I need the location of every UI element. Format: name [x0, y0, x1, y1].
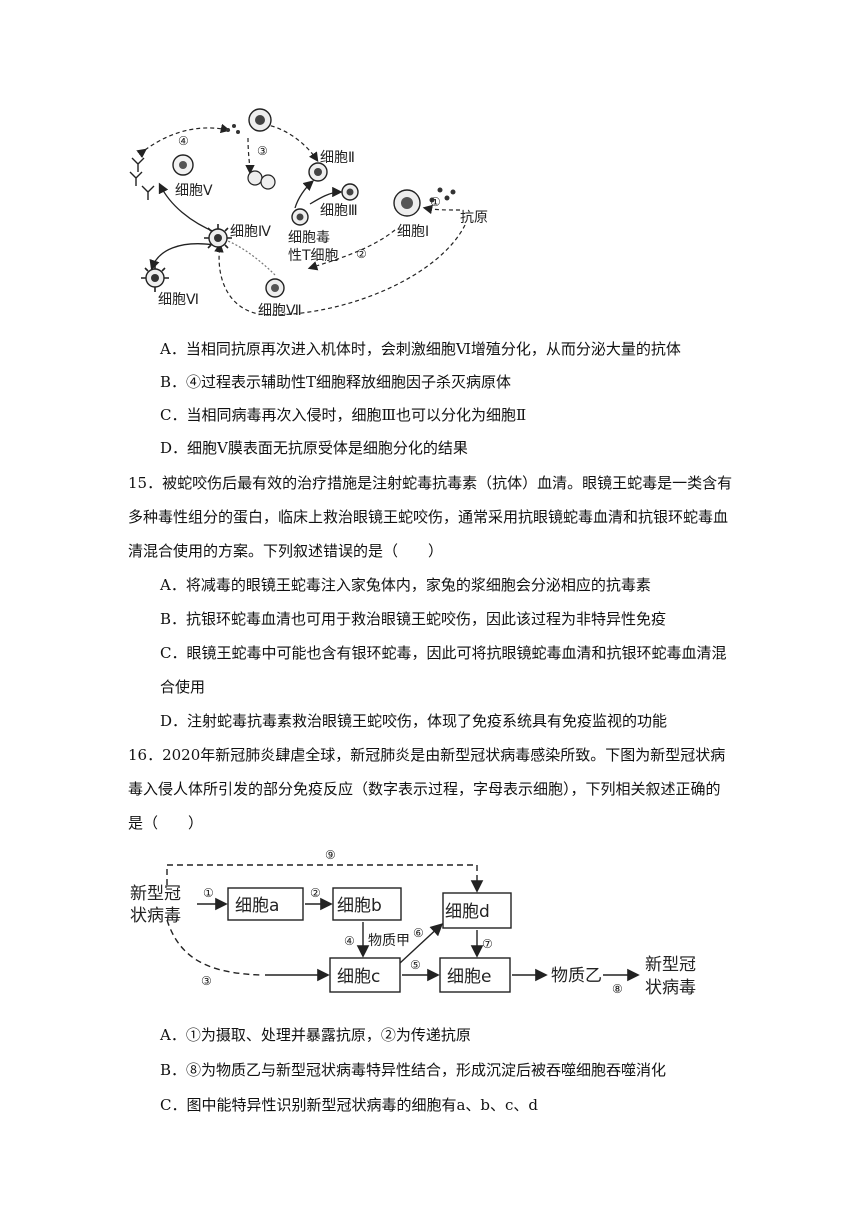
virus-label-line2: 状病毒 [130, 906, 181, 926]
process-1-label: ① [203, 886, 214, 900]
cell-a-label: 细胞a [235, 896, 279, 916]
process-5-label: ⑤ [410, 958, 421, 972]
label-process-4: ④ [178, 134, 189, 148]
label-cell-ii: 细胞Ⅱ [320, 150, 355, 166]
q14-option-d: D．细胞Ⅴ膜表面无抗原受体是细胞分化的结果 [160, 439, 468, 457]
q16-option-c: C．图中能特异性识别新型冠状病毒的细胞有a、b、c、d [160, 1096, 539, 1114]
label-cell-vii: 细胞Ⅶ [258, 303, 302, 319]
q16-option-b: B．⑧为物质乙与新型冠状病毒特异性结合，形成沉淀后被吞噬细胞吞噬消化 [160, 1061, 667, 1079]
process-9-label: ⑨ [325, 848, 336, 862]
q15-option-c: C．眼镜王蛇毒中可能也含有银环蛇毒，因此可将抗眼镜蛇毒血清和抗银环蛇毒血清混 [160, 644, 727, 662]
label-process-2: ② [356, 247, 367, 261]
q15-stem-line1: 15．被蛇咬伤后最有效的治疗措施是注射蛇毒抗毒素（抗体）血清。眼镜王蛇毒是一类含… [128, 474, 733, 492]
cell-d-label: 细胞d [445, 902, 490, 922]
box-cell-c [329, 957, 401, 993]
immune-cell-diagram: 细胞Ⅴ 细胞Ⅳ 细胞Ⅵ 细胞Ⅶ 细胞Ⅱ 细胞Ⅲ 细胞毒 性T细胞 细胞Ⅰ 抗原 … [129, 108, 488, 319]
process-4-label: ④ [344, 934, 355, 948]
label-antigen: 抗原 [460, 210, 488, 226]
q15-option-a: A．将减毒的眼镜王蛇毒注入家兔体内，家兔的浆细胞会分泌相应的抗毒素 [160, 576, 651, 594]
substance-yi-label: 物质乙 [551, 966, 602, 986]
label-cell-vi: 细胞Ⅵ [158, 292, 199, 308]
cell-b-label: 细胞b [337, 896, 382, 916]
q16-stem-line2: 毒入侵人体所引发的部分免疫反应（数字表示过程，字母表示细胞），下列相关叙述正确的 [128, 780, 721, 798]
q14-option-b: B．④过程表示辅助性T细胞释放细胞因子杀灭病原体 [160, 373, 512, 391]
process-6-label: ⑥ [413, 926, 424, 940]
process-8-label: ⑧ [612, 982, 623, 996]
q15-option-b: B．抗银环蛇毒血清也可用于救治眼镜王蛇咬伤，因此该过程为非特异性免疫 [160, 610, 667, 628]
label-ctl-line1: 细胞毒 [288, 230, 330, 246]
label-cell-i: 细胞Ⅰ [397, 224, 429, 240]
box-cell-e [439, 957, 511, 993]
q14-option-c: C．当相同病毒再次入侵时，细胞Ⅲ也可以分化为细胞Ⅱ [160, 406, 527, 424]
label-process-3: ③ [257, 144, 268, 158]
q16-stem-line3: 是（ ） [128, 814, 204, 832]
label-ctl-line2: 性T细胞 [288, 248, 339, 264]
box-cell-b [332, 887, 402, 921]
process-2-label: ② [310, 886, 321, 900]
q15-stem-line3: 清混合使用的方案。下列叙述错误的是（ ） [128, 542, 444, 560]
process-3-label: ③ [201, 974, 212, 988]
virus-target-line1: 新型冠 [645, 955, 696, 975]
box-cell-d [442, 892, 512, 929]
label-cell-iii: 细胞Ⅲ [320, 203, 358, 219]
q15-option-c-cont: 合使用 [160, 678, 206, 696]
substance-jia-label: 物质甲 [368, 933, 410, 949]
label-cell-v: 细胞Ⅴ [175, 183, 213, 199]
cell-e-label: 细胞e [447, 967, 491, 987]
label-process-1: ① [430, 195, 441, 209]
label-cell-iv: 细胞Ⅳ [230, 224, 271, 240]
cell-c-label: 细胞c [337, 967, 380, 987]
process-7-label: ⑦ [482, 937, 493, 951]
q14-option-a: A．当相同抗原再次进入机体时，会刺激细胞Ⅵ增殖分化，从而分泌大量的抗体 [160, 340, 681, 358]
q16-option-a: A．①为摄取、处理并暴露抗原，②为传递抗原 [160, 1026, 471, 1044]
q15-stem-line2: 多种毒性组分的蛋白，临床上救治眼镜王蛇咬伤，通常采用抗眼镜蛇毒血清和抗银环蛇毒血 [128, 508, 729, 526]
virus-label-line1: 新型冠 [130, 884, 181, 904]
q15-option-d: D．注射蛇毒抗毒素救治眼镜王蛇咬伤，体现了免疫系统具有免疫监视的功能 [160, 712, 668, 730]
virus-target-line2: 状病毒 [645, 978, 696, 998]
covid-immune-flow-diagram: 新型冠 状病毒 细胞a 细胞b 细胞d 细胞c 细胞e 物质甲 物质乙 新型冠 … [130, 848, 696, 998]
q16-stem-line1: 16．2020年新冠肺炎肆虐全球，新冠肺炎是由新型冠状病毒感染所致。下图为新型冠… [128, 746, 726, 764]
box-cell-a [227, 887, 304, 921]
